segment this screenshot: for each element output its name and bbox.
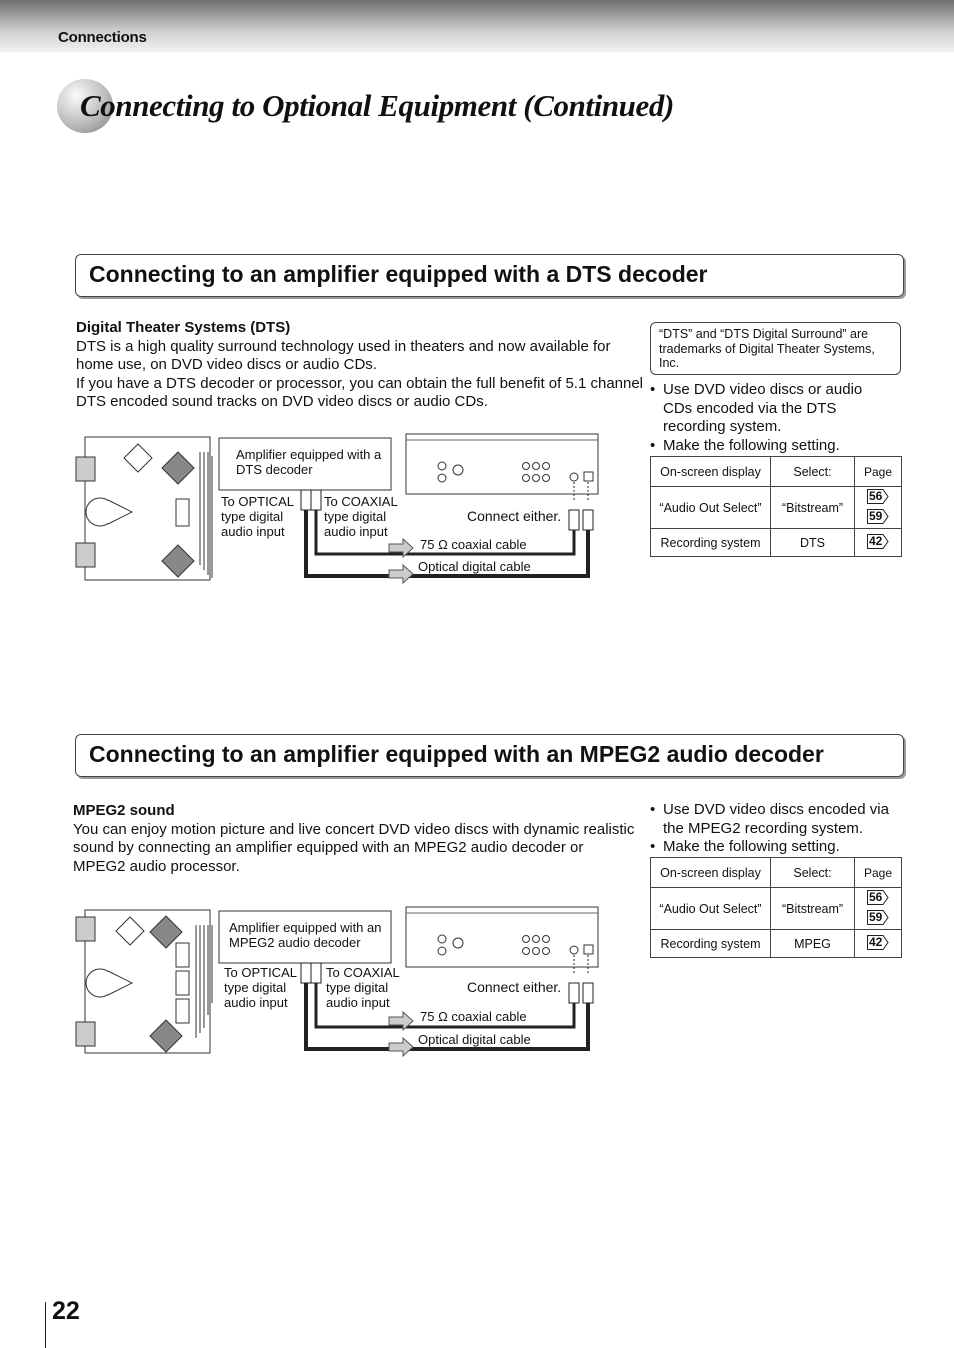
mpeg-bullets: Use DVD video discs encoded via the MPEG… (650, 801, 910, 857)
dts-bullet-1: Use DVD video discs or audio CDs encoded… (650, 381, 890, 437)
dts-description: Digital Theater Systems (DTS) DTS is a h… (76, 319, 644, 412)
mpeg-th-select: Select: (770, 857, 855, 888)
mpeg-diagram-art (75, 906, 599, 1058)
mpeg-subtitle: MPEG2 sound (73, 802, 175, 819)
dts-cell-select: DTS (770, 528, 855, 557)
dts-trademark-note: “DTS” and “DTS Digital Surround” are tra… (650, 322, 901, 375)
mpeg-settings-table: On-screen display Select: Page “Audio Ou… (650, 857, 902, 958)
dts-diagram-art (75, 433, 599, 585)
dts-optical-input-label: To OPTICAL type digital audio input (221, 494, 294, 539)
page-ref-icon: 59 (867, 508, 889, 524)
mpeg-description: MPEG2 sound You can enjoy motion picture… (73, 802, 638, 876)
dts-bullets: Use DVD video discs or audio CDs encoded… (650, 381, 890, 455)
header-band (0, 0, 954, 52)
page-ref-icon: 42 (867, 533, 889, 549)
dts-cell-display: “Audio Out Select” (650, 486, 771, 529)
mpeg-connection-diagram: Amplifier equipped with an MPEG2 audio d… (70, 903, 605, 1058)
dts-th-page: Page (854, 456, 902, 487)
dts-subtitle: Digital Theater Systems (DTS) (76, 319, 291, 336)
mpeg-bullet-2: Make the following setting. (650, 838, 910, 857)
mpeg-th-display: On-screen display (650, 857, 771, 888)
mpeg-optical-cable-label: Optical digital cable (418, 1032, 531, 1047)
page-ref-icon: 56 (867, 889, 889, 905)
dts-bullet-2: Make the following setting. (650, 437, 890, 456)
section-label: Connections (58, 29, 147, 46)
mpeg-cell-display: “Audio Out Select” (650, 887, 771, 930)
dts-th-select: Select: (770, 456, 855, 487)
mpeg-connect-either: Connect either. (467, 979, 562, 995)
mpeg-cell-pages: 56 59 (854, 887, 902, 930)
dts-heading-box: Connecting to an amplifier equipped with… (75, 254, 904, 297)
mpeg-cell-select: “Bitstream” (770, 887, 855, 930)
dts-settings-table: On-screen display Select: Page “Audio Ou… (650, 456, 902, 557)
mpeg-coax-cable-label: 75 Ω coaxial cable (420, 1009, 527, 1024)
mpeg-amp-label: Amplifier equipped with an MPEG2 audio d… (229, 920, 382, 950)
dts-th-display: On-screen display (650, 456, 771, 487)
mpeg-coaxial-input-label: To COAXIAL type digital audio input (326, 965, 400, 1010)
dts-body-2: If you have a DTS decoder or processor, … (76, 374, 644, 411)
dts-cell-pages: 42 (854, 528, 902, 557)
page-ref-icon: 56 (867, 488, 889, 504)
mpeg-bullet-1: Use DVD video discs encoded via the MPEG… (650, 801, 910, 838)
mpeg-heading-box: Connecting to an amplifier equipped with… (75, 734, 904, 777)
mpeg-optical-input-label: To OPTICAL type digital audio input (224, 965, 297, 1010)
title-bullet-icon (57, 79, 113, 133)
mpeg-cell-pages: 42 (854, 929, 902, 958)
mpeg-body-1: You can enjoy motion picture and live co… (73, 820, 635, 875)
page-number-rule (45, 1302, 46, 1348)
mpeg-th-page: Page (854, 857, 902, 888)
page-ref-icon: 59 (867, 909, 889, 925)
dts-cell-display: Recording system (650, 528, 771, 557)
mpeg-heading: Connecting to an amplifier equipped with… (89, 741, 824, 767)
dts-coax-cable-label: 75 Ω coaxial cable (420, 537, 527, 552)
dts-amp-label: Amplifier equipped with a DTS decoder (236, 447, 382, 477)
mpeg-cell-select: MPEG (770, 929, 855, 958)
dts-cell-pages: 56 59 (854, 486, 902, 529)
dts-connect-either: Connect either. (467, 508, 562, 524)
mpeg-cell-display: Recording system (650, 929, 771, 958)
dts-cell-select: “Bitstream” (770, 486, 855, 529)
dts-body-1: DTS is a high quality surround technolog… (76, 337, 611, 374)
dts-coaxial-input-label: To COAXIAL type digital audio input (324, 494, 398, 539)
page-number: 22 (52, 1297, 80, 1325)
page-ref-icon: 42 (867, 934, 889, 950)
dts-heading: Connecting to an amplifier equipped with… (89, 261, 708, 287)
page-title: Connecting to Optional Equipment (Contin… (80, 88, 674, 123)
dts-optical-cable-label: Optical digital cable (418, 559, 531, 574)
dts-connection-diagram: Amplifier equipped with a DTS decoder To… (70, 430, 605, 585)
